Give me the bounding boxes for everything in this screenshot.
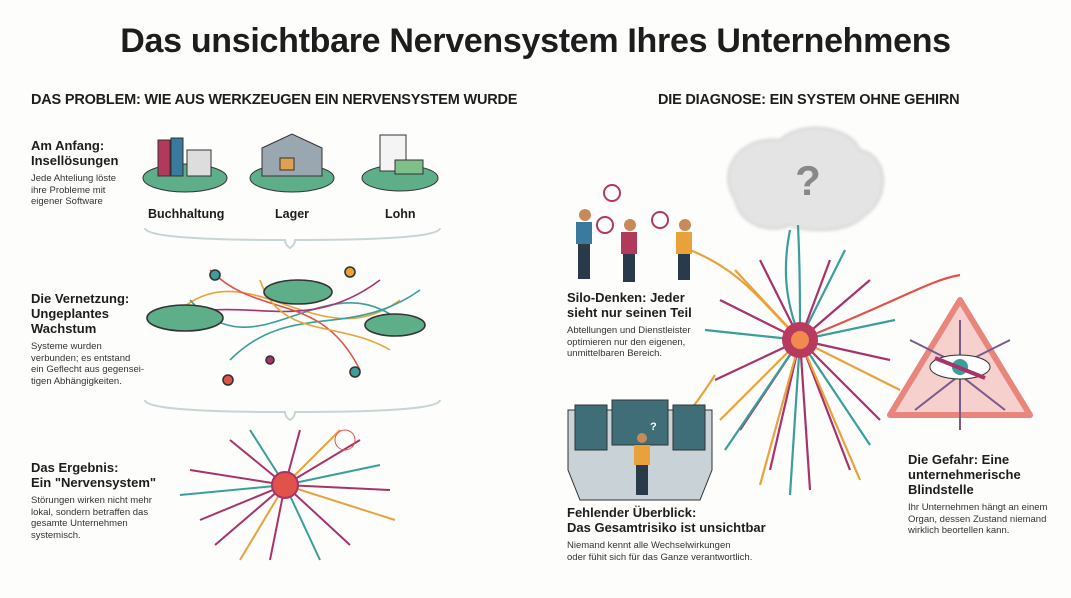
island-label-buchhaltung: Buchhaltung — [148, 207, 225, 221]
step-ergebnis: Das Ergebnis: Ein "Nervensystem" Störung… — [31, 460, 171, 541]
island-buchhaltung — [142, 137, 228, 193]
step-title: Insellösungen — [31, 153, 119, 168]
island-lager — [249, 133, 335, 193]
neuron-small — [179, 429, 396, 561]
step-title: Ein "Nervensystem" — [31, 475, 157, 490]
step-title: Am Anfang: — [31, 138, 105, 153]
island-label-lager: Lager — [275, 207, 310, 221]
step-title: Ungeplantes — [31, 306, 110, 321]
silo-thinking: Silo-Denken: Jeder sieht nur seinen Teil… — [567, 290, 727, 360]
step-title: Wachstum — [31, 321, 97, 336]
silo-title: sieht nur seinen Teil — [567, 305, 692, 320]
danger-title: Blindstelle — [908, 482, 974, 497]
danger-title: unternehmerische — [908, 467, 1021, 482]
overview-title: Fehlender Überblick: — [567, 505, 697, 520]
network-web — [146, 266, 426, 386]
island-lohn — [361, 134, 439, 192]
right-section-heading: DIE DIAGNOSE: EIN SYSTEM OHNE GEHIRN — [658, 92, 960, 108]
step-title: Die Vernetzung: — [31, 291, 130, 306]
neuron-large — [609, 224, 961, 496]
overview-title: Das Gesamtrisiko ist unsichtbar — [567, 520, 766, 535]
island-label-lohn: Lohn — [385, 207, 416, 221]
people-with-magnifiers — [576, 184, 692, 282]
svg-text:?: ? — [650, 421, 657, 433]
missing-overview: Fehlender Überblick: Das Gesamtrisiko is… — [567, 505, 797, 563]
step-vernetzung: Die Vernetzung: Ungeplantes Wachstum Sys… — [31, 291, 161, 387]
left-section-heading: DAS PROBLEM: WIE AUS WERKZEUGEN EIN NERV… — [31, 92, 518, 108]
brain-question-mark: ? — [795, 157, 821, 204]
danger-blindspot: Die Gefahr: Eine unternehmerische Blinds… — [908, 452, 1068, 537]
step-am-anfang: Am Anfang: Insellösungen Jede Ahteliung … — [31, 138, 146, 208]
control-panel: ? — [567, 399, 713, 501]
silo-title: Silo-Denken: Jeder — [567, 290, 685, 305]
step-title: Das Ergebnis: — [31, 460, 119, 475]
brain-icon — [727, 127, 884, 231]
danger-title: Die Gefahr: Eine — [908, 452, 1010, 467]
warning-triangle-icon — [887, 297, 1033, 430]
page-title: Das unsichtbare Nervensystem Ihres Unter… — [120, 22, 951, 60]
